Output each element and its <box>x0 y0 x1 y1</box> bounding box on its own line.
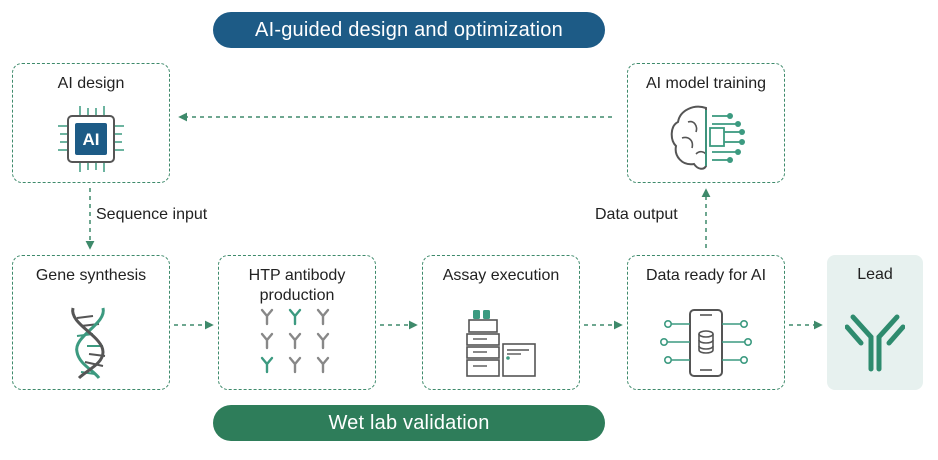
lab-instrument-icon <box>423 308 579 380</box>
node-label: AI design <box>57 75 125 92</box>
node-lead: Lead <box>827 255 923 390</box>
node-label: HTP antibody production <box>248 267 346 304</box>
node-data-ready-for-ai: Data ready for AI <box>627 255 785 390</box>
banner-wet-lab: Wet lab validation <box>213 405 605 441</box>
node-label: Assay execution <box>442 267 560 284</box>
node-assay-execution: Assay execution <box>422 255 580 390</box>
node-ai-model-training: AI model training <box>627 63 785 183</box>
node-label: Gene synthesis <box>35 267 147 284</box>
node-ai-design: AI design AI <box>12 63 170 183</box>
edge-label-sequence-input: Sequence input <box>96 206 208 223</box>
antibody-icon <box>827 313 923 373</box>
node-gene-synthesis: Gene synthesis <box>12 255 170 390</box>
svg-text:AI: AI <box>83 130 100 149</box>
banner-ai-guided: AI-guided design and optimization <box>213 12 605 48</box>
ai-chip-icon: AI <box>13 104 169 174</box>
dna-helix-icon <box>13 306 169 380</box>
antibody-grid-icon <box>219 308 375 378</box>
node-label: Data ready for AI <box>645 267 767 284</box>
brain-circuit-icon <box>628 102 784 174</box>
data-phone-icon <box>628 306 784 380</box>
node-label: Lead <box>857 266 893 283</box>
edge-label-data-output: Data output <box>595 206 678 223</box>
node-label: AI model training <box>645 75 767 92</box>
node-htp-antibody-production: HTP antibody production <box>218 255 376 390</box>
